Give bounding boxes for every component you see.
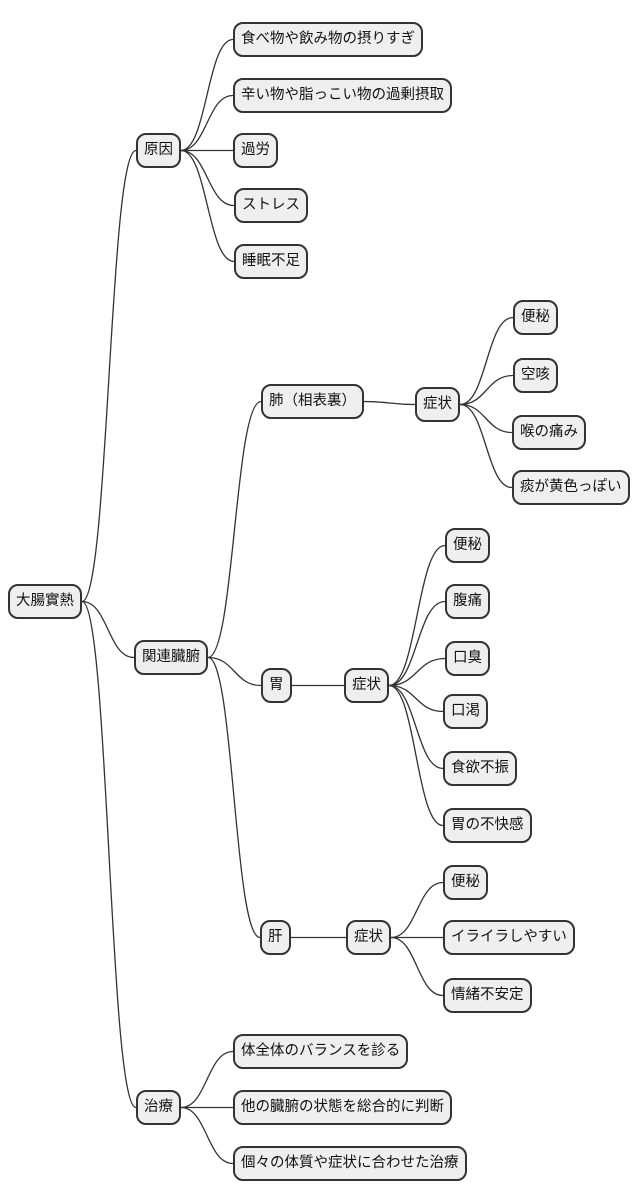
edge-lung-sym-to-lung-s1: [459, 316, 514, 406]
node-label: 症状: [423, 396, 452, 412]
edge-liver-sym-to-liver-s1: [390, 881, 444, 939]
mindmap-node-treat-3: 個々の体質や症状に合わせた治療: [233, 1146, 467, 1182]
node-label: 睡眠不足: [242, 253, 300, 269]
edge-stomach-sym-to-stomach-s1: [388, 544, 446, 687]
node-label: 辛い物や脂っこい物の過剰摂取: [241, 87, 444, 103]
mindmap-node-treat-2: 他の臓腑の状態を総合的に判断: [233, 1090, 452, 1126]
node-label: 大腸實熱: [16, 593, 74, 609]
mindmap-node-stomach-s6: 胃の不快感: [443, 808, 532, 844]
node-label: 胃の不快感: [451, 817, 524, 833]
edge-organs-to-liver: [207, 656, 261, 939]
edge-stomach-sym-to-stomach-s3: [388, 657, 446, 687]
mindmap-node-cause-4: ストレス: [234, 188, 308, 224]
node-label: 空咳: [521, 367, 550, 383]
edge-stomach-sym-to-stomach-s4: [388, 684, 444, 713]
edge-lung-to-lung-sym: [363, 400, 416, 406]
mindmap-node-cause: 原因: [136, 133, 181, 169]
mindmap-node-stomach-s4: 口渇: [443, 694, 488, 730]
node-label: 肺（相表裏）: [269, 393, 356, 409]
edge-cause-to-cause-2: [180, 94, 234, 152]
node-label: 過労: [241, 142, 270, 158]
mindmap-node-lung-s1: 便秘: [513, 300, 558, 336]
node-label: 便秘: [451, 874, 480, 890]
mindmap-node-lung-s2: 空咳: [513, 358, 558, 394]
mindmap-node-stomach-s2: 腹痛: [445, 584, 490, 620]
edge-root-to-organs: [81, 600, 135, 659]
edge-lung-sym-to-lung-s3: [459, 403, 513, 434]
node-label: 口臭: [453, 650, 482, 666]
mindmap-node-organs: 関連臓腑: [134, 640, 208, 676]
edge-lung-sym-to-lung-s4: [459, 403, 513, 489]
mindmap-node-treat: 治療: [136, 1090, 181, 1126]
mindmap-node-liver-s3: 情緒不安定: [443, 978, 532, 1014]
edge-cause-to-cause-5: [180, 149, 235, 263]
edge-stomach-sym-to-stomach-s5: [388, 684, 444, 770]
mindmap-node-cause-3: 過労: [233, 133, 278, 169]
node-label: 原因: [144, 142, 173, 158]
node-label: 治療: [144, 1099, 173, 1115]
node-label: 便秘: [521, 309, 550, 325]
node-label: イライラしやすい: [451, 929, 567, 945]
node-label: 他の臓腑の状態を総合的に判断: [241, 1099, 444, 1115]
node-label: 口渇: [451, 703, 480, 719]
mindmap-node-liver-s2: イライラしやすい: [443, 920, 575, 956]
mindmap-node-liver: 肝: [260, 920, 291, 956]
mindmap-node-stomach: 胃: [261, 668, 292, 704]
edge-liver-sym-to-liver-s3: [390, 936, 444, 997]
node-label: 個々の体質や症状に合わせた治療: [241, 1155, 459, 1171]
edge-cause-to-cause-1: [180, 38, 234, 152]
node-label: ストレス: [242, 197, 300, 213]
node-label: 胃: [269, 677, 284, 693]
mindmap-node-cause-2: 辛い物や脂っこい物の過剰摂取: [233, 78, 452, 114]
mindmap-node-lung-sym: 症状: [415, 387, 460, 423]
edge-lung-sym-to-lung-s2: [459, 374, 514, 406]
mindmap-node-lung-s4: 痰が黄色っぽい: [512, 470, 630, 506]
edge-stomach-sym-to-stomach-s6: [388, 684, 444, 827]
node-label: 便秘: [453, 537, 482, 553]
edge-cause-to-cause-4: [180, 149, 235, 207]
edge-stomach-sym-to-stomach-s2: [388, 600, 446, 687]
edge-treat-to-treat-1: [180, 1050, 234, 1109]
mindmap-node-stomach-sym: 症状: [344, 668, 389, 704]
node-label: 関連臓腑: [142, 649, 200, 665]
node-label: 喉の痛み: [520, 424, 578, 440]
edge-root-to-treat: [81, 600, 137, 1109]
mindmap-node-lung: 肺（相表裏）: [261, 384, 364, 420]
node-label: 体全体のバランスを診る: [241, 1043, 401, 1059]
mindmap-node-lung-s3: 喉の痛み: [512, 415, 586, 451]
edge-organs-to-stomach: [207, 656, 262, 687]
mindmap-node-cause-1: 食べ物や飲み物の摂りすぎ: [233, 22, 423, 58]
mindmap-node-stomach-s1: 便秘: [445, 528, 490, 564]
node-label: 肝: [268, 929, 283, 945]
mindmap-node-treat-1: 体全体のバランスを診る: [233, 1034, 409, 1070]
mindmap-node-cause-5: 睡眠不足: [234, 244, 308, 280]
node-label: 食欲不振: [451, 760, 509, 776]
node-label: 腹痛: [453, 593, 482, 609]
edge-treat-to-treat-3: [180, 1106, 234, 1165]
node-label: 症状: [354, 929, 383, 945]
mindmap-node-root: 大腸實熱: [8, 584, 82, 620]
mindmap-node-liver-sym: 症状: [346, 920, 391, 956]
edge-root-to-cause: [81, 149, 137, 603]
node-label: 食べ物や飲み物の摂りすぎ: [241, 31, 415, 47]
mindmap-node-stomach-s5: 食欲不振: [443, 751, 517, 787]
node-label: 症状: [352, 677, 381, 693]
node-label: 情緒不安定: [451, 987, 524, 1003]
node-label: 痰が黄色っぽい: [520, 479, 622, 495]
mindmap-node-liver-s1: 便秘: [443, 865, 488, 901]
mindmap-node-stomach-s3: 口臭: [445, 641, 490, 677]
edge-organs-to-lung: [207, 400, 262, 659]
